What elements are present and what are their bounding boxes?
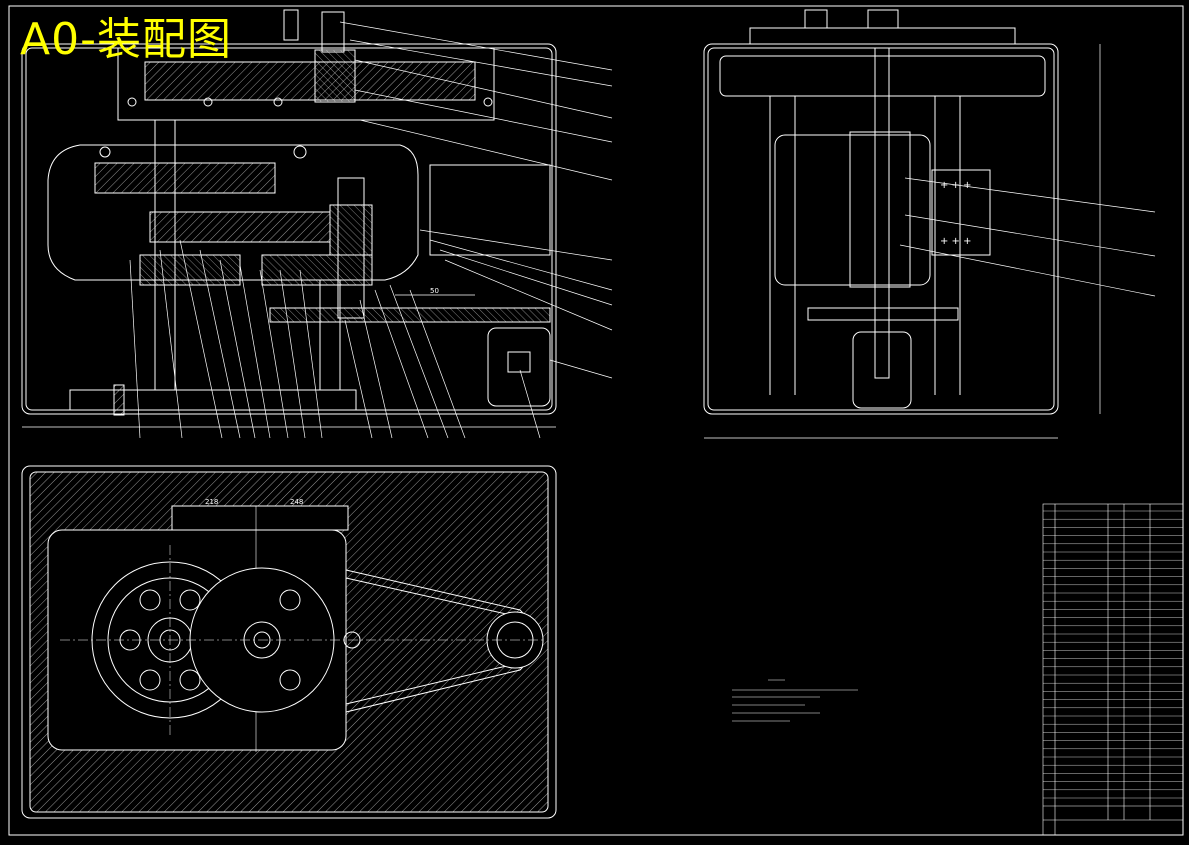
upper-gear-section	[144, 61, 476, 101]
leader-lines-right	[339, 21, 613, 379]
plan-view: 218 248	[21, 465, 557, 819]
upper-gearbox	[117, 47, 495, 121]
svg-text:+ + +: + + +	[940, 236, 972, 247]
side-view: + + + + + +	[703, 9, 1156, 439]
side-top-cap	[749, 27, 1016, 45]
bolt-heads	[99, 97, 493, 159]
top-flange	[321, 11, 345, 53]
side-bracket	[931, 169, 991, 256]
plan-frame-outer	[21, 465, 557, 819]
dim-plan-a: 218	[205, 498, 218, 506]
parts-list-rows	[1043, 510, 1183, 799]
front-section-view: 50	[21, 9, 613, 439]
bearing-housing-right	[261, 254, 373, 286]
side-table	[719, 55, 1046, 97]
gear-section	[149, 211, 331, 243]
svg-text:+ + +: + + +	[940, 180, 972, 191]
side-gearbox	[774, 134, 931, 286]
side-motor	[852, 331, 912, 409]
parts-list-table	[1042, 503, 1184, 836]
right-box	[429, 164, 551, 256]
side-hub	[849, 131, 911, 288]
drawing-title: A0-装配图	[20, 14, 232, 65]
technical-notes	[732, 679, 858, 722]
frame-outer	[21, 43, 557, 415]
upper-hub	[314, 49, 356, 103]
sheet-border	[8, 5, 1184, 836]
side-frame-outer	[703, 43, 1059, 415]
leader-lines-bottom	[129, 239, 541, 439]
side-frame-inner	[707, 47, 1055, 411]
drive-plate	[269, 307, 551, 323]
motor-front	[487, 327, 551, 407]
foot-bolt	[113, 384, 125, 416]
main-gearbox	[47, 144, 419, 281]
pinion-section	[94, 162, 276, 194]
motor-box	[507, 351, 531, 373]
top-cap	[283, 9, 299, 41]
dim-offset: 50	[430, 287, 439, 295]
shaft-hub	[329, 204, 373, 256]
bearing-housing-left	[139, 254, 241, 286]
base-block	[69, 389, 357, 411]
dim-plan-b: 248	[290, 498, 303, 506]
